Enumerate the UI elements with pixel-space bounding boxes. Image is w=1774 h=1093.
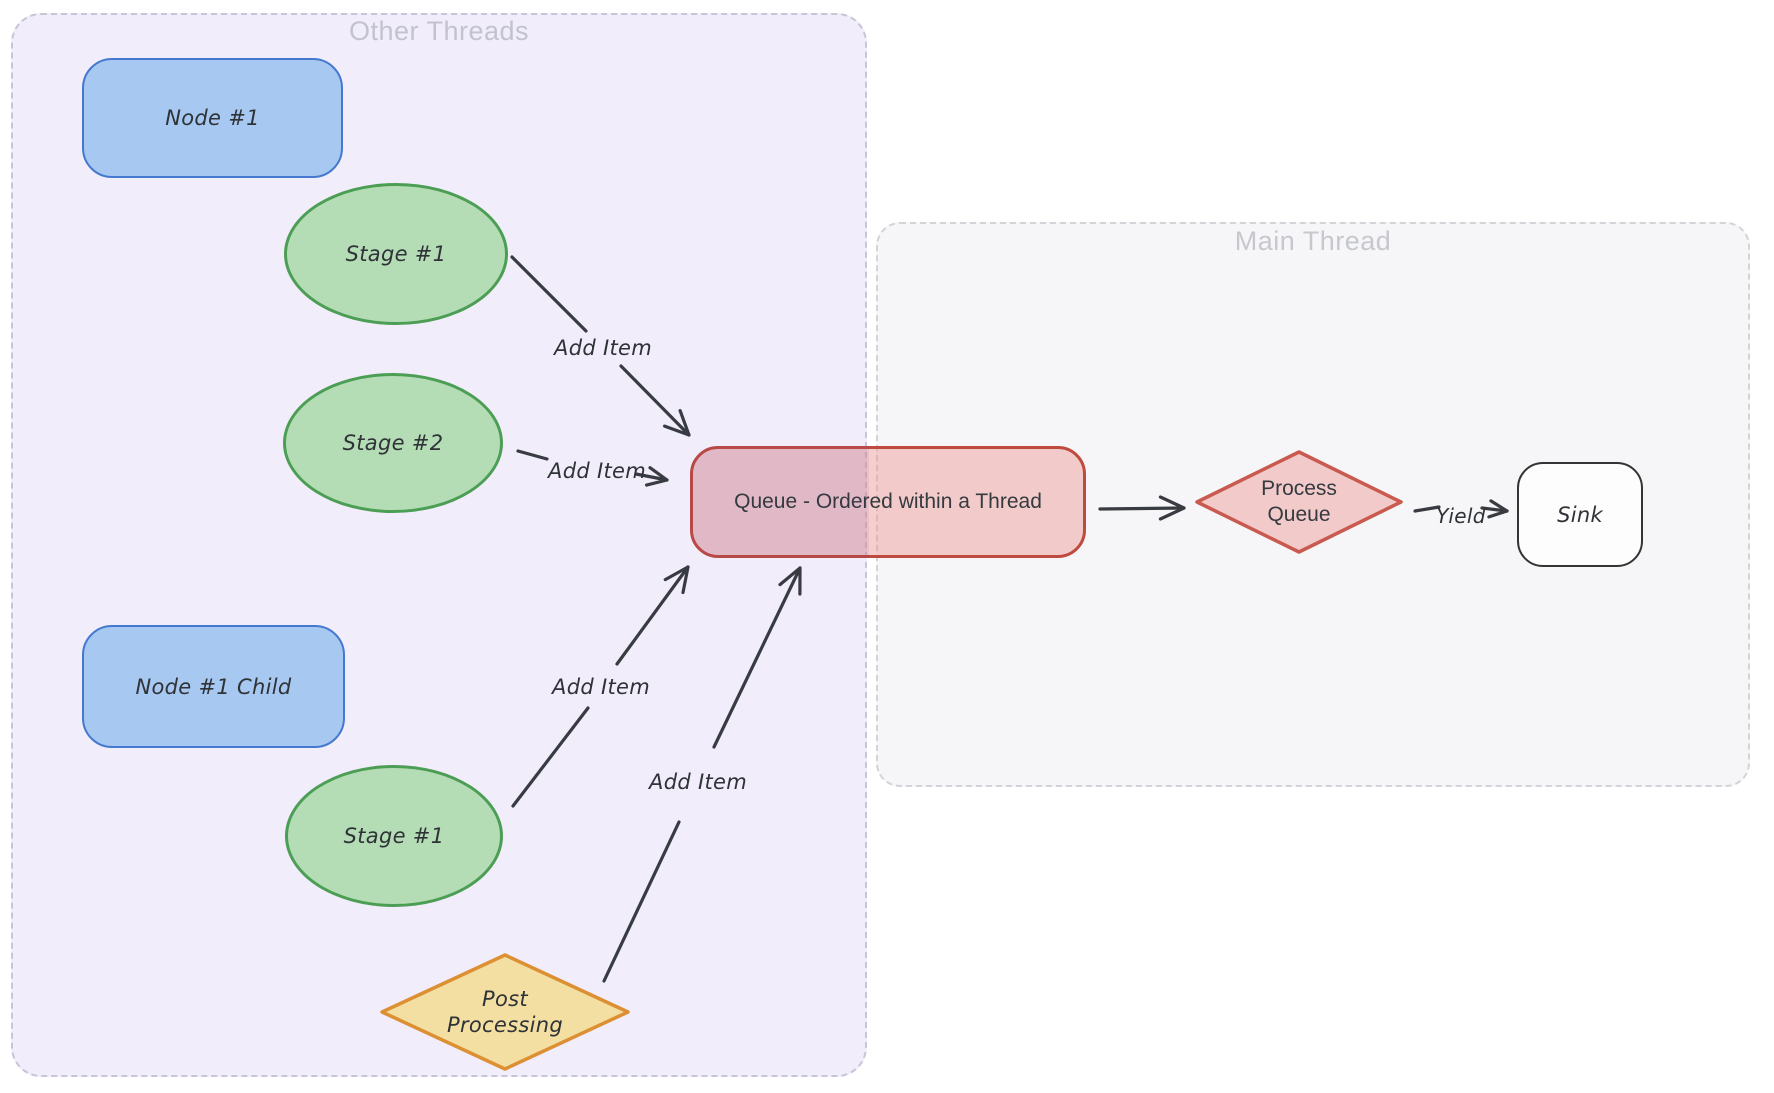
stage-2[interactable]: Stage #2: [283, 373, 503, 513]
stage-1-top-label: Stage #1: [345, 242, 447, 266]
arrow-add-item-3[interactable]: [511, 565, 690, 808]
stage-1-top[interactable]: Stage #1: [284, 183, 508, 325]
main-thread-title: Main Thread: [1234, 226, 1392, 256]
sink-node[interactable]: Sink: [1517, 462, 1643, 567]
queue-label: Queue - Ordered within a Thread: [734, 490, 1042, 513]
post-processing-diamond[interactable]: [380, 953, 630, 1071]
arrow-queue-to-process[interactable]: [1098, 495, 1186, 521]
node-1[interactable]: Node #1: [82, 58, 343, 178]
arrow-add-item-4[interactable]: [602, 566, 802, 983]
process-queue-diamond[interactable]: [1195, 450, 1403, 554]
yield-label: Yield: [1436, 504, 1486, 528]
process-queue-label: Process Queue: [1261, 477, 1337, 526]
sink-label: Sink: [1557, 502, 1603, 527]
add-item-label-4: Add Item: [649, 770, 747, 794]
stage-1-bottom-label: Stage #1: [343, 824, 445, 848]
add-item-label-1: Add Item: [554, 336, 652, 360]
arrow-add-item-1[interactable]: [510, 255, 691, 437]
stage-1-bottom[interactable]: Stage #1: [285, 765, 503, 907]
arrow-yield[interactable]: [1413, 499, 1509, 519]
node-1-child[interactable]: Node #1 Child: [82, 625, 345, 748]
add-item-label-2: Add Item: [548, 459, 646, 483]
arrow-add-item-2[interactable]: [516, 449, 669, 487]
add-item-label-3: Add Item: [552, 675, 650, 699]
node-1-child-label: Node #1 Child: [135, 674, 292, 699]
node-1-label: Node #1: [165, 106, 260, 130]
post-processing-label: Post Processing: [447, 987, 563, 1037]
queue-node[interactable]: Queue - Ordered within a Thread: [690, 446, 1086, 558]
other-threads-title: Other Threads: [348, 16, 530, 46]
stage-2-label: Stage #2: [342, 431, 444, 455]
